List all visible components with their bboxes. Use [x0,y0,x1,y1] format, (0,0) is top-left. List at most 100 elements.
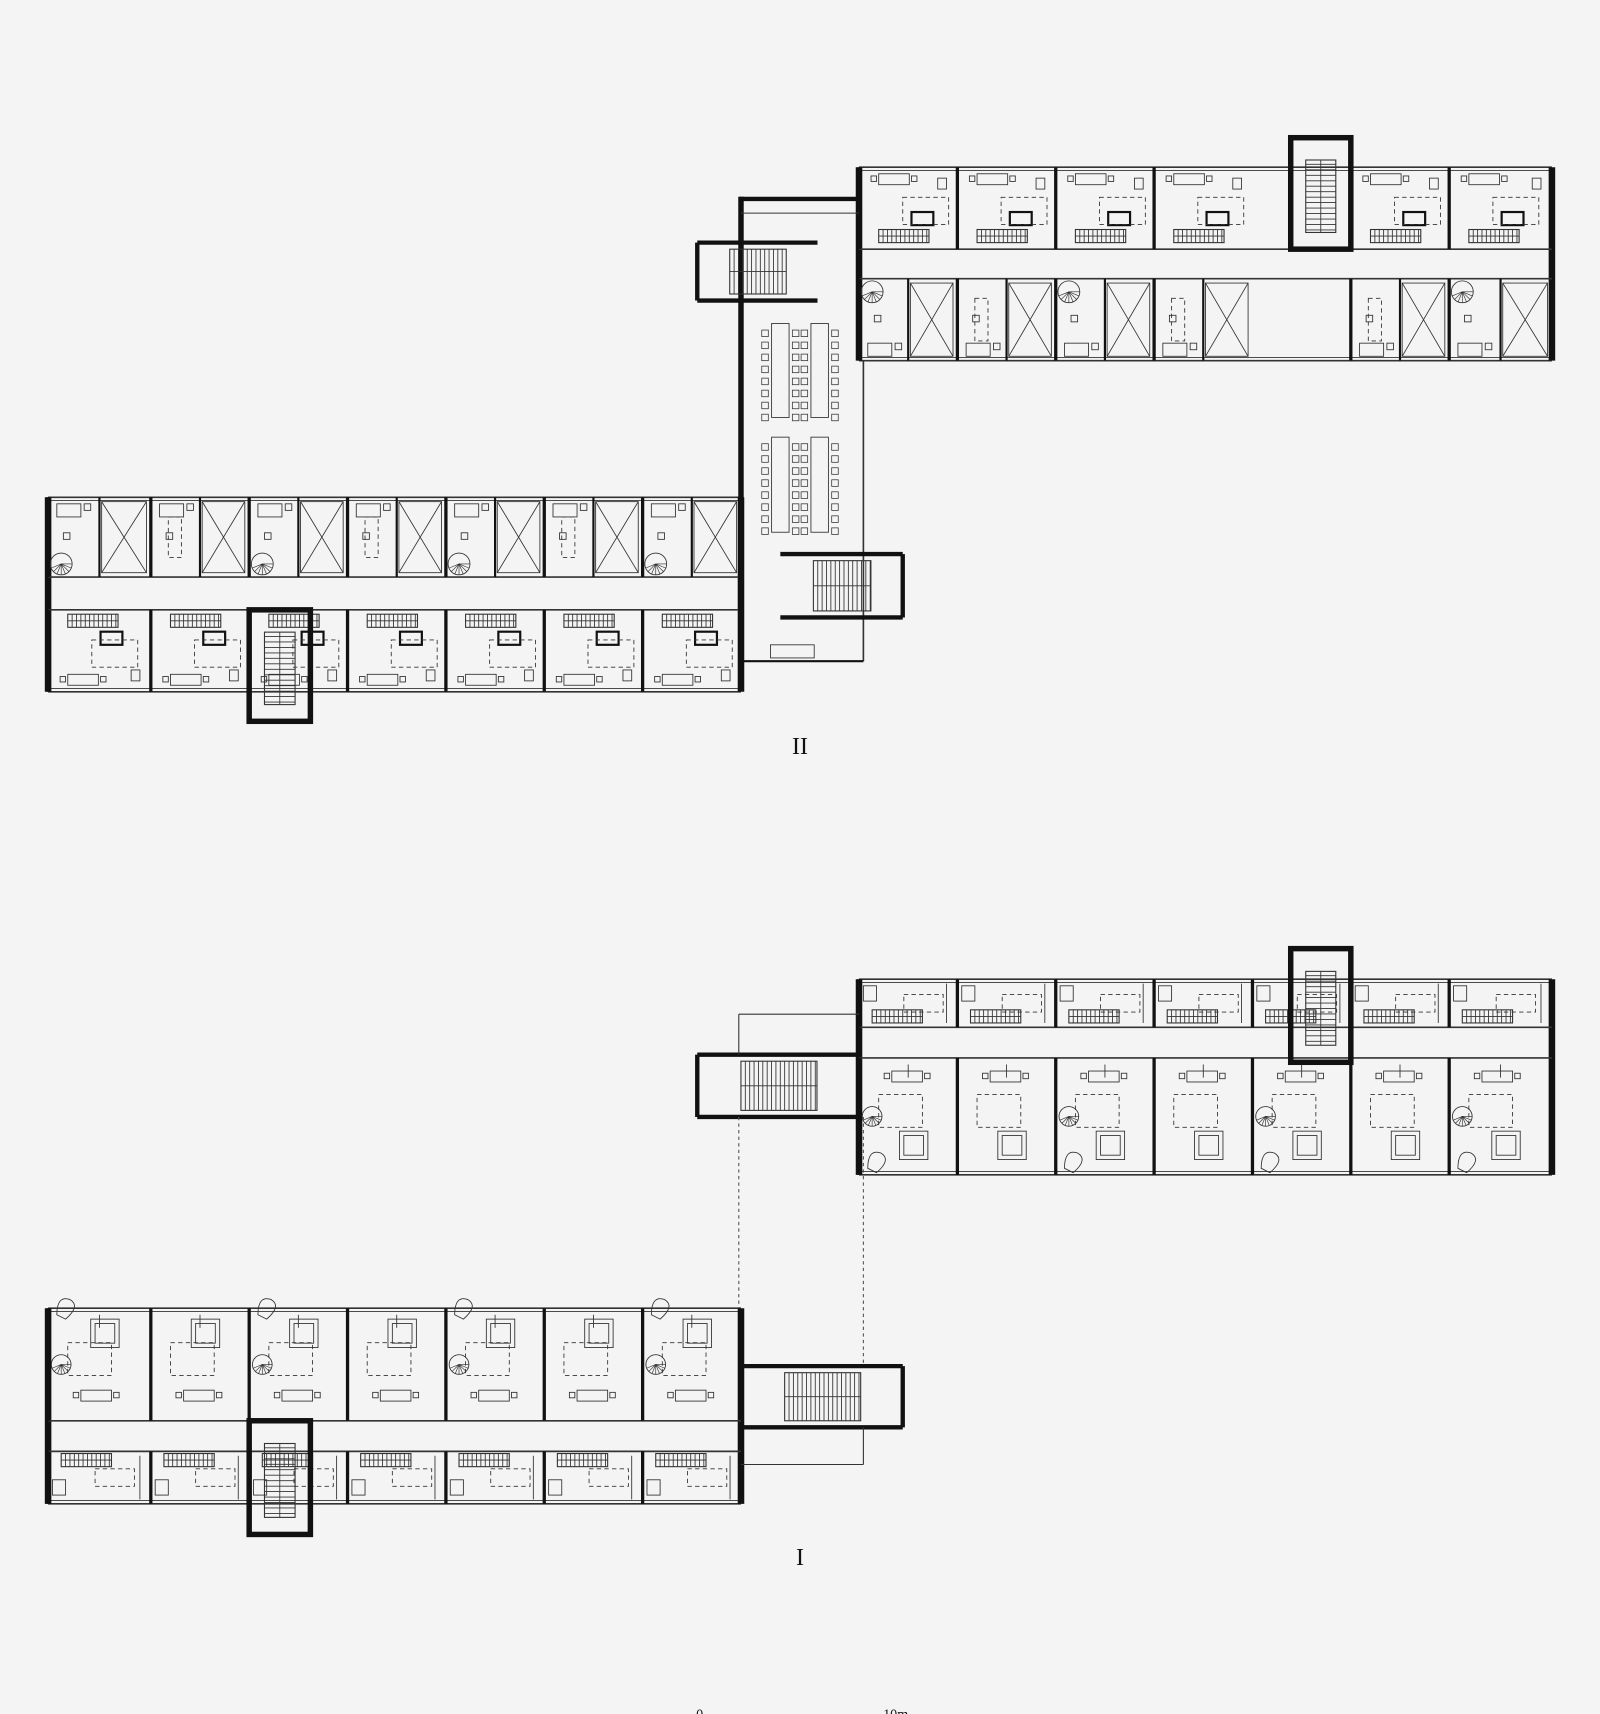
spiral-step [1462,1116,1472,1121]
bath-fixture [862,985,877,1002]
chair [1120,1072,1128,1080]
sleeping-area [976,1094,1022,1128]
desk [1173,173,1205,186]
chair [1080,1072,1087,1080]
chair [470,1391,477,1399]
cabinet [622,669,633,682]
sleeping-area [292,639,340,668]
spiral-stair [252,1354,273,1375]
bath-fixture [154,1479,169,1496]
spiral-step [655,563,664,572]
unit [250,497,344,686]
chair [359,676,366,683]
nightstand [1484,342,1493,351]
chair [1206,175,1213,182]
desk [891,1070,923,1083]
spiral-step [1060,291,1070,300]
chair [831,353,839,362]
spiral-stair [250,552,274,576]
double-height-void [595,501,639,574]
spiral-step [262,1364,272,1369]
spiral-step [655,1364,665,1369]
loft-stair [458,1453,510,1468]
chair [761,413,769,422]
external-stair [695,1052,860,1120]
desk [674,1389,707,1402]
desk-set [1165,173,1213,186]
nightstand [678,503,686,511]
loft-stair [1468,228,1520,244]
spiral-step [61,1364,71,1369]
void-diagonal [201,501,246,573]
chair [761,401,769,410]
chair [264,532,272,540]
desk-set [1067,173,1115,186]
bed-inner [293,1323,315,1344]
stair-core-wall [246,607,314,725]
spiral-step [50,563,62,569]
chair [399,676,406,683]
chair [362,532,370,540]
desk [67,673,99,686]
plan-rect [1502,282,1548,357]
nightstand [993,342,1001,351]
chair [831,443,839,451]
desk [379,1389,412,1402]
chair [559,532,567,540]
spiral-step [458,1364,467,1372]
chair [1501,175,1508,182]
desk-set [883,1070,931,1083]
desk [1074,173,1107,186]
loft-stair [661,613,714,628]
bed [454,503,480,518]
dining-table [771,323,790,418]
nightstand [186,503,194,511]
chair [707,1391,715,1399]
bed-inner [1296,1135,1318,1156]
chair [301,676,308,683]
spiral-step [1265,1116,1270,1126]
spiral-step [1061,1116,1070,1124]
spiral-step [60,563,66,575]
bath-fixture [449,1479,464,1496]
loft-stair [655,1453,707,1468]
spiral-step [258,1364,263,1374]
unit [1354,983,1439,1161]
nightstand [481,503,489,511]
chair [800,515,809,523]
table-area [1395,994,1436,1013]
chair [460,532,469,540]
sleeping-area [1271,1094,1317,1128]
stair-core-wall [246,1418,314,1538]
niche [1008,210,1033,227]
table-area [293,1468,334,1487]
plan-rect [1401,282,1446,357]
wardrobe [1367,297,1382,342]
sleeping-area [1468,1094,1514,1128]
chair [800,443,809,451]
void-diagonal [1008,282,1052,357]
bath-fixture [961,985,976,1002]
wardrobe [561,516,576,558]
chair [667,1391,674,1399]
unit [159,497,246,686]
void-diagonal [398,501,442,573]
chair [100,676,107,683]
spiral-step [1265,1116,1273,1124]
void-diagonal [693,501,737,573]
chair [165,532,174,540]
bed-inner [490,1323,511,1344]
chair [1365,314,1374,323]
cabinet [1429,177,1439,190]
chair [511,1391,518,1399]
wing-right-II [855,166,1556,362]
bed-double [997,1130,1027,1161]
desk [1088,1070,1120,1083]
chair [831,401,839,410]
chair [1219,1072,1226,1080]
double-height-void [909,282,954,357]
piano [650,1298,670,1320]
chair [761,329,769,337]
staircase [263,1442,296,1518]
chair [791,341,800,350]
